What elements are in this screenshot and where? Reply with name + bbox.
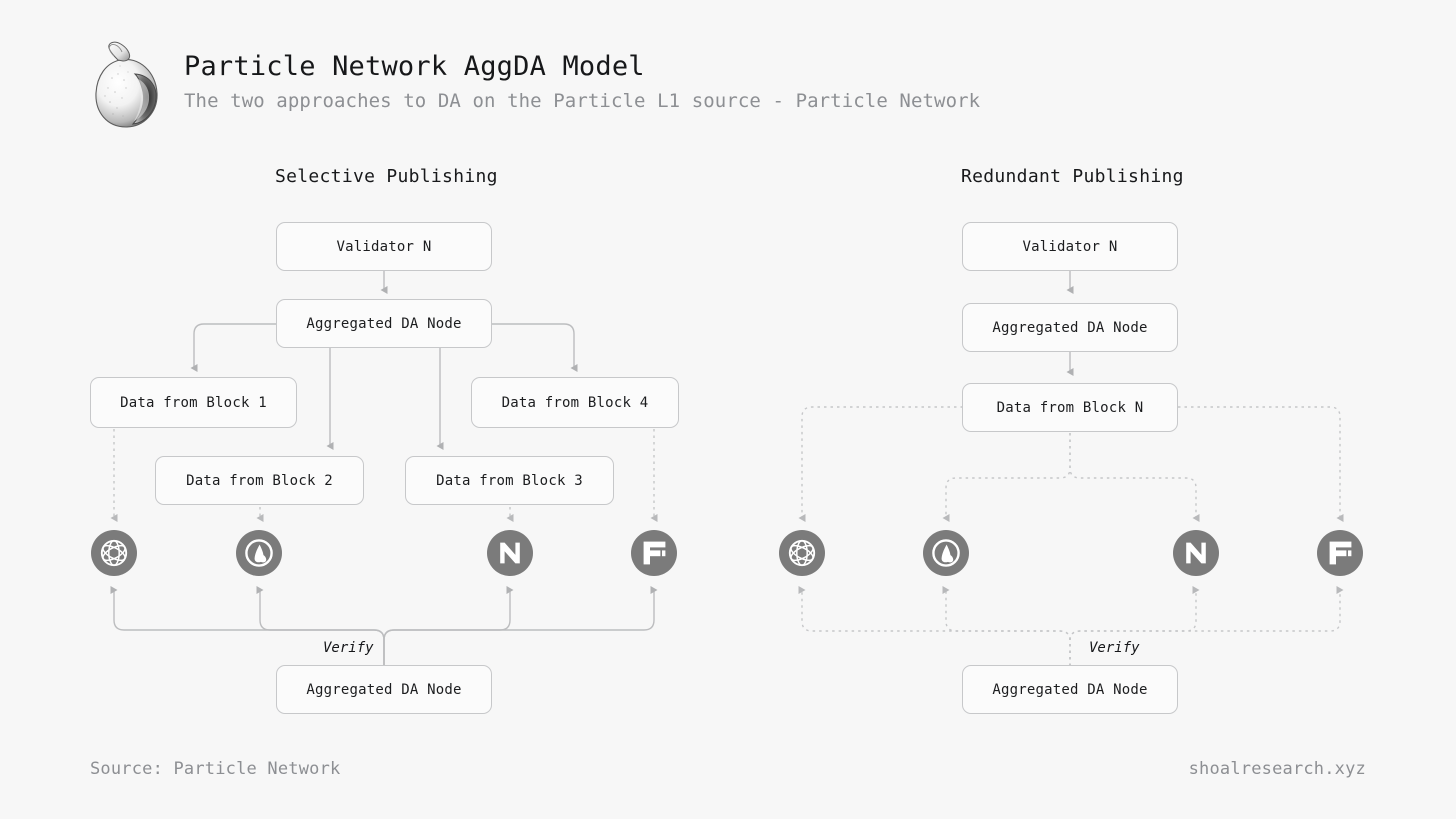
footer-source: Source: Particle Network [90, 759, 341, 779]
da-node-near-selective[interactable] [487, 530, 533, 576]
box-data-from-block-n[interactable]: Data from Block N [962, 383, 1178, 432]
box-aggregated-da-node-top-redundant[interactable]: Aggregated DA Node [962, 303, 1178, 352]
panel-heading-redundant: Redundant Publishing [961, 166, 1184, 187]
celestia-icon [787, 538, 817, 568]
da-node-avail-redundant[interactable] [923, 530, 969, 576]
avail-icon [931, 538, 961, 568]
eigenda-icon [641, 539, 668, 567]
celestia-icon [99, 538, 129, 568]
da-node-eigenda-selective[interactable] [631, 530, 677, 576]
eigenda-icon [1327, 539, 1354, 567]
avail-icon [244, 538, 274, 568]
box-aggregated-da-node-top-selective[interactable]: Aggregated DA Node [276, 299, 492, 348]
box-validator-selective[interactable]: Validator N [276, 222, 492, 271]
verify-label-selective: Verify [318, 640, 379, 656]
page-subtitle: The two approaches to DA on the Particle… [184, 90, 981, 112]
box-data-from-block-1[interactable]: Data from Block 1 [90, 377, 297, 428]
da-node-celestia-redundant[interactable] [779, 530, 825, 576]
verify-label-redundant: Verify [1084, 640, 1145, 656]
box-aggregated-da-node-bottom-redundant[interactable]: Aggregated DA Node [962, 665, 1178, 714]
da-node-avail-selective[interactable] [236, 530, 282, 576]
header-text-block: Particle Network AggDA Model The two app… [184, 38, 980, 115]
near-icon [1182, 539, 1210, 567]
box-aggregated-da-node-bottom-selective[interactable]: Aggregated DA Node [276, 665, 492, 714]
near-icon [496, 539, 524, 567]
box-data-from-block-3[interactable]: Data from Block 3 [405, 456, 614, 505]
da-node-eigenda-redundant[interactable] [1317, 530, 1363, 576]
panel-heading-selective: Selective Publishing [275, 166, 498, 187]
da-node-near-redundant[interactable] [1173, 530, 1219, 576]
box-data-from-block-4[interactable]: Data from Block 4 [471, 377, 679, 428]
page-header: Particle Network AggDA Model The two app… [90, 38, 980, 130]
shell-logo-icon [90, 40, 166, 130]
footer-site[interactable]: shoalresearch.xyz [1188, 759, 1366, 779]
page-title: Particle Network AggDA Model [184, 51, 645, 82]
box-validator-redundant[interactable]: Validator N [962, 222, 1178, 271]
da-node-celestia-selective[interactable] [91, 530, 137, 576]
box-data-from-block-2[interactable]: Data from Block 2 [155, 456, 364, 505]
